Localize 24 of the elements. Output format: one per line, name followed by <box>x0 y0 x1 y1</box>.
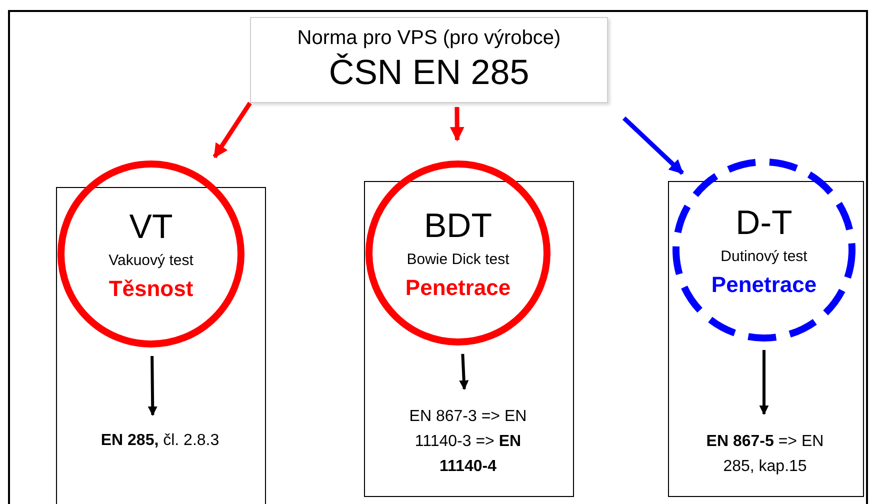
arrow <box>459 354 469 390</box>
test-name: Vakuový test <box>108 252 194 271</box>
column-box <box>668 181 864 497</box>
test-abbreviation: D-T <box>736 202 792 244</box>
test-property: Penetrace <box>711 270 817 298</box>
test-name: Bowie Dick test <box>406 251 510 270</box>
standard-reference: EN 867-5 => EN 285, kap.15 <box>705 432 825 477</box>
header-subtitle: Norma pro VPS (pro výrobce) <box>297 26 561 51</box>
standard-reference: EN 867-3 => EN 11140-3 => EN 11140-4 <box>408 407 528 477</box>
test-property: Penetrace <box>405 274 511 302</box>
standard-reference: EN 285, čl. 2.8.3 <box>100 431 220 451</box>
test-abbreviation: BDT <box>424 206 492 247</box>
column-box <box>56 187 266 504</box>
test-name: Dutinový test <box>720 248 808 267</box>
column-box <box>364 181 574 497</box>
test-abbreviation: VT <box>129 206 173 248</box>
arrow <box>622 116 684 175</box>
header-title: ČSN EN 285 <box>328 52 530 94</box>
header-box <box>250 17 608 103</box>
arrow <box>759 350 769 415</box>
arrow <box>148 356 158 416</box>
test-property: Těsnost <box>108 274 194 302</box>
arrow <box>450 106 464 142</box>
arrow <box>212 102 252 158</box>
